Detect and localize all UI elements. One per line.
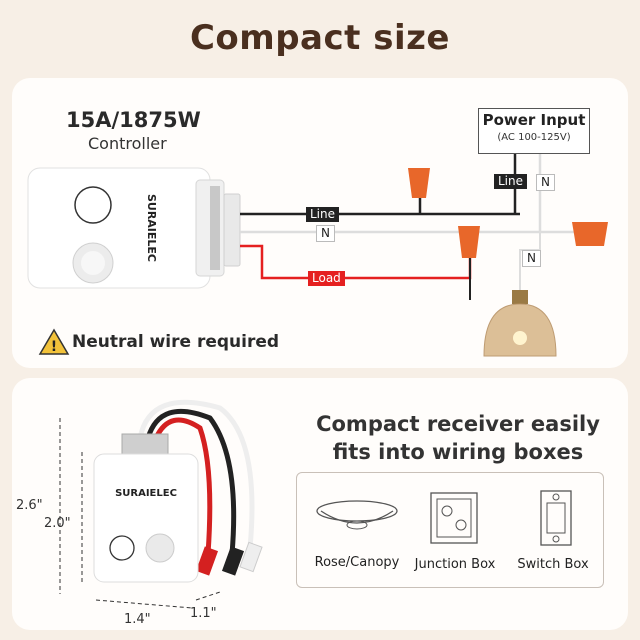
power-neutral-tag: N xyxy=(536,174,555,191)
receiver-illustration: SURAIELEC xyxy=(59,399,263,609)
rating-label: 15A/1875W xyxy=(66,108,201,132)
receiver-headline: Compact receiver easily fits into wiring… xyxy=(298,410,618,466)
controller-device: SURAIELEC xyxy=(27,167,241,289)
line-tag: Line xyxy=(306,207,340,222)
junction-box-icon xyxy=(430,492,478,544)
warning-icon: ! xyxy=(38,328,70,355)
load-wire xyxy=(240,244,472,280)
receiver-headline-line-2: fits into wiring boxes xyxy=(332,440,584,464)
wire-nut-load-icon xyxy=(458,226,480,258)
receiver-brand: SURAIELEC xyxy=(115,488,177,499)
power-input-title: Power Input xyxy=(482,111,586,129)
power-line-tag: Line xyxy=(494,174,528,189)
wire-nut-neutral-icon xyxy=(572,222,608,246)
load-tag: Load xyxy=(308,271,345,286)
wiring-diagram: SURAIELEC ! xyxy=(27,140,608,357)
dim-height-body: 2.0" xyxy=(44,516,71,531)
power-input-voltage: (AC 100-125V) xyxy=(497,132,571,143)
rose-canopy-icon xyxy=(316,500,398,530)
receiver-headline-line-1: Compact receiver easily xyxy=(316,412,600,436)
dim-height-total: 2.6" xyxy=(16,498,43,513)
wiring-box-types: Rose/Canopy Junction Box Switch Box xyxy=(296,472,604,588)
controller-label: Controller xyxy=(88,134,167,153)
box-label-switch: Switch Box xyxy=(517,557,589,572)
lamp-icon xyxy=(483,290,557,357)
dim-depth: 1.1" xyxy=(190,606,217,621)
sensor-icon xyxy=(145,533,175,563)
wire-nut-line-icon xyxy=(408,168,430,198)
controller-brand: SURAIELEC xyxy=(145,194,158,262)
svg-text:!: ! xyxy=(51,339,57,355)
neutral-warning: Neutral wire required xyxy=(72,332,280,352)
page-title: Compact size xyxy=(189,18,450,58)
neutral-tag: N xyxy=(316,225,335,242)
dial-icon xyxy=(74,186,112,224)
box-label-junction: Junction Box xyxy=(414,557,496,572)
power-input-box: Power Input (AC 100-125V) xyxy=(478,108,590,154)
dim-width: 1.4" xyxy=(124,612,151,627)
box-label-rose-canopy: Rose/Canopy xyxy=(314,555,400,570)
switch-box-icon xyxy=(540,490,572,546)
lamp-neutral-tag: N xyxy=(522,250,541,267)
receiver-body xyxy=(93,453,199,583)
dial-icon xyxy=(109,535,135,561)
